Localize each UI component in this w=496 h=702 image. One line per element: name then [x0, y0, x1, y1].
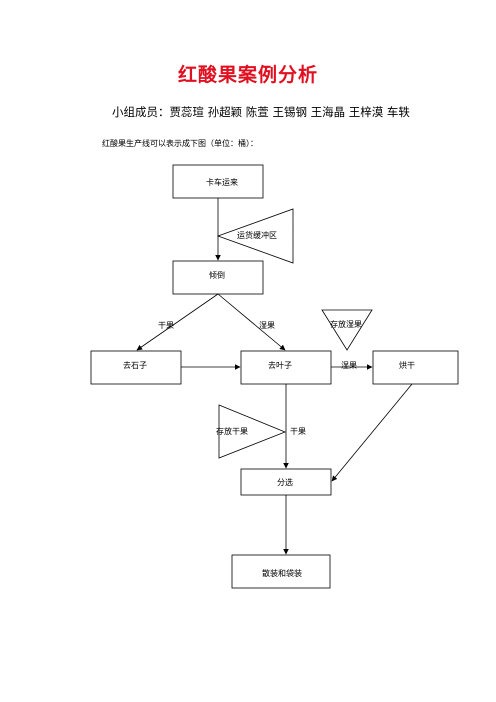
pack-box [231, 554, 331, 589]
store-wet-triangle [321, 309, 373, 351]
pack-label: 散装和袋装 [262, 568, 302, 578]
destone-label: 去石子 [123, 360, 147, 370]
buffer-label: 运货缓冲区 [237, 230, 277, 240]
destone-box [90, 350, 182, 385]
dry-box [372, 350, 459, 385]
edge-label-dry-fruit-1: 干果 [158, 321, 174, 330]
edge-label-wet-fruit-2: 湿果 [341, 361, 357, 370]
truck-label: 卡车运来 [206, 177, 238, 187]
group-members: 小组成员：贾蕊瑄 孙超颖 陈萱 王锡钢 王海晶 王梓漠 车轶 [112, 105, 410, 119]
arrow-dump-to-destone [136, 293, 219, 351]
buffer-triangle [216, 208, 294, 264]
page-title: 红酸果案例分析 [177, 64, 318, 86]
store-dry-triangle [218, 404, 287, 459]
edge-label-dry-fruit-2: 干果 [290, 427, 306, 436]
arrow-dump-to-dechaff [217, 293, 286, 351]
intro-text: 红酸果生产线可以表示成下图（单位：桶）： [102, 139, 258, 148]
store-wet-label: 存放湿果 [330, 319, 362, 329]
arrow-dry-to-sort [331, 383, 413, 482]
sort-label: 分选 [277, 477, 293, 487]
dump-label: 倾倒 [209, 270, 225, 280]
edge-label-wet-fruit-1: 湿果 [259, 321, 275, 330]
dry-label: 烘干 [399, 360, 415, 370]
dechaff-label: 去叶子 [268, 360, 292, 370]
store-dry-label: 存放干果 [216, 426, 248, 436]
